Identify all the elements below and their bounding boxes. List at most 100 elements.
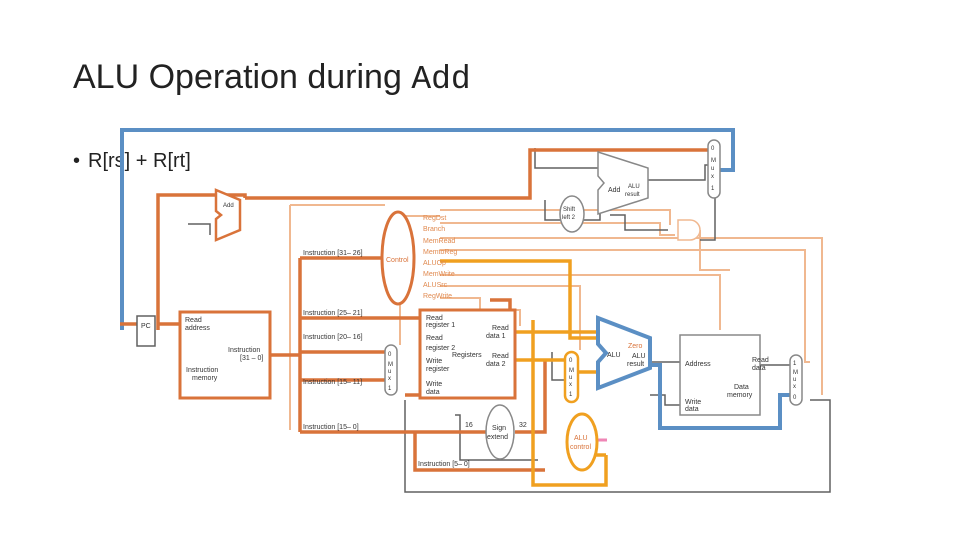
dmem-read-a: Read — [752, 357, 769, 364]
mux-mr-u: u — [793, 377, 796, 383]
mux-top-0: 0 — [711, 146, 715, 152]
dmem-name-a: Data — [734, 384, 749, 391]
title-text: ALU Operation during — [73, 58, 412, 96]
dmem-address: Address — [685, 361, 711, 368]
alu-control — [565, 412, 599, 472]
instr-25-21: Instruction [25– 21] — [303, 310, 363, 317]
reg-read1-a: Read — [426, 315, 443, 322]
bullet-text: R[rs] + R[rt] — [88, 150, 191, 172]
ctrl-aluop: ALUOp — [423, 260, 446, 267]
instr-15-11: Instruction [15– 11] — [303, 379, 362, 386]
dmem-wdata-a: Write — [685, 399, 701, 406]
shift-label-b: left 2 — [562, 215, 576, 221]
instr-31-26: Instruction [31– 26] — [303, 250, 363, 257]
reg-read2-b: register 2 — [426, 345, 455, 352]
mux-as-m: M — [569, 368, 574, 374]
reg-rdata2-a: Read — [492, 353, 509, 360]
pc-adder-label: Add — [223, 203, 234, 209]
blue-wires — [120, 128, 790, 430]
mux-mr-x: x — [793, 384, 796, 390]
mux-mr-m: M — [793, 370, 798, 376]
ctrl-regwrite: RegWrite — [423, 293, 452, 300]
alu-ctrl-b: control — [570, 444, 591, 451]
ctrl-regdst: RegDst — [423, 215, 446, 222]
mux-top-u: u — [711, 166, 714, 172]
mux-mr-1: 1 — [793, 361, 797, 367]
reg-rdata1-b: data 1 — [486, 333, 506, 340]
alu-ctrl-a: ALU — [574, 435, 588, 442]
reg-wdata-b: data — [426, 389, 440, 396]
control-label: Control — [386, 257, 409, 264]
bullet-point: • R[rs] + R[rt] — [73, 150, 191, 173]
sign-label-b: extend — [487, 434, 508, 441]
sign-label-a: Sign — [492, 425, 506, 432]
dmem-name-b: memory — [727, 392, 753, 399]
shift-left-2 — [559, 195, 585, 233]
bullet-dot: • — [73, 150, 81, 172]
reg-write-b: register — [426, 366, 450, 373]
instr-5-0: Instruction [5– 0] — [418, 461, 470, 468]
main-alu — [596, 315, 652, 391]
register-file-labels: Read register 1 Read register 2 Write re… — [426, 315, 509, 396]
pc-label: PC — [141, 323, 151, 330]
alu-label: ALU — [607, 352, 621, 359]
shift-label-a: Shift — [563, 207, 575, 213]
registers-label: Registers — [452, 352, 482, 359]
sign-extend — [485, 404, 515, 460]
ctrl-alusrc: ALUSrc — [423, 282, 448, 289]
alu-result-b: result — [627, 361, 644, 368]
mux-mr-0: 0 — [793, 395, 797, 401]
imem-name-b: memory — [192, 375, 218, 382]
branch-adder-label: Add — [608, 187, 621, 194]
branch-adder-result-a: ALU — [628, 184, 640, 190]
mux-as-u: u — [569, 375, 572, 381]
instr-20-16: Instruction [20– 16] — [303, 334, 363, 341]
imem-instr-a: Instruction — [228, 347, 260, 354]
and-gate — [677, 219, 701, 241]
register-file — [418, 308, 517, 400]
bits-16: 16 — [465, 422, 473, 429]
reg-rdata1-a: Read — [492, 325, 509, 332]
pc-source-mux — [707, 139, 721, 199]
imem-instr-b: [31 – 0] — [240, 355, 263, 362]
reg-rdata2-b: data 2 — [486, 361, 506, 368]
mux-rd-0: 0 — [388, 352, 392, 358]
imem-name-a: Instruction — [186, 367, 218, 374]
ctrl-memwrite: MemWrite — [423, 271, 455, 278]
branch-adder — [597, 150, 649, 216]
bits-32: 32 — [519, 422, 527, 429]
branch-adder-result-b: result — [625, 192, 640, 198]
memtoreg-mux — [789, 354, 803, 406]
mux-as-x: x — [569, 382, 572, 388]
ctrl-memtoreg: MemtoReg — [423, 249, 457, 256]
regdst-mux — [384, 344, 398, 396]
dmem-read-b: data — [752, 365, 766, 372]
alusrc-mux — [563, 350, 580, 404]
instruction-memory — [178, 310, 272, 400]
dmem-wdata-b: data — [685, 406, 699, 413]
mux-rd-1: 1 — [388, 386, 392, 392]
instruction-field-labels: Instruction [31– 26] Instruction [25– 21… — [303, 250, 470, 468]
pc-register — [136, 315, 156, 347]
mux-top-1: 1 — [711, 186, 715, 192]
control-signal-labels: RegDst Branch MemRead MemtoReg ALUOp Mem… — [423, 215, 457, 300]
control-unit — [380, 210, 416, 306]
zero-label: Zero — [628, 343, 643, 350]
mux-rd-x: x — [388, 376, 391, 382]
gold-wires — [440, 259, 608, 487]
mux-rd-m: M — [388, 362, 393, 368]
title-code: Add — [411, 61, 471, 98]
reg-read1-b: register 1 — [426, 322, 455, 329]
orange-wires — [120, 148, 712, 472]
mux-top-m: M — [711, 158, 716, 164]
instr-15-0: Instruction [15– 0] — [303, 424, 359, 431]
mux-rd-u: u — [388, 369, 391, 375]
imem-read-a: Read — [185, 317, 202, 324]
reg-wdata-a: Write — [426, 381, 442, 388]
mux-top-x: x — [711, 174, 714, 180]
ctrl-branch: Branch — [423, 226, 445, 233]
mux-as-1: 1 — [569, 392, 573, 398]
mux-as-0: 0 — [569, 358, 573, 364]
imem-read-b: address — [185, 325, 210, 332]
